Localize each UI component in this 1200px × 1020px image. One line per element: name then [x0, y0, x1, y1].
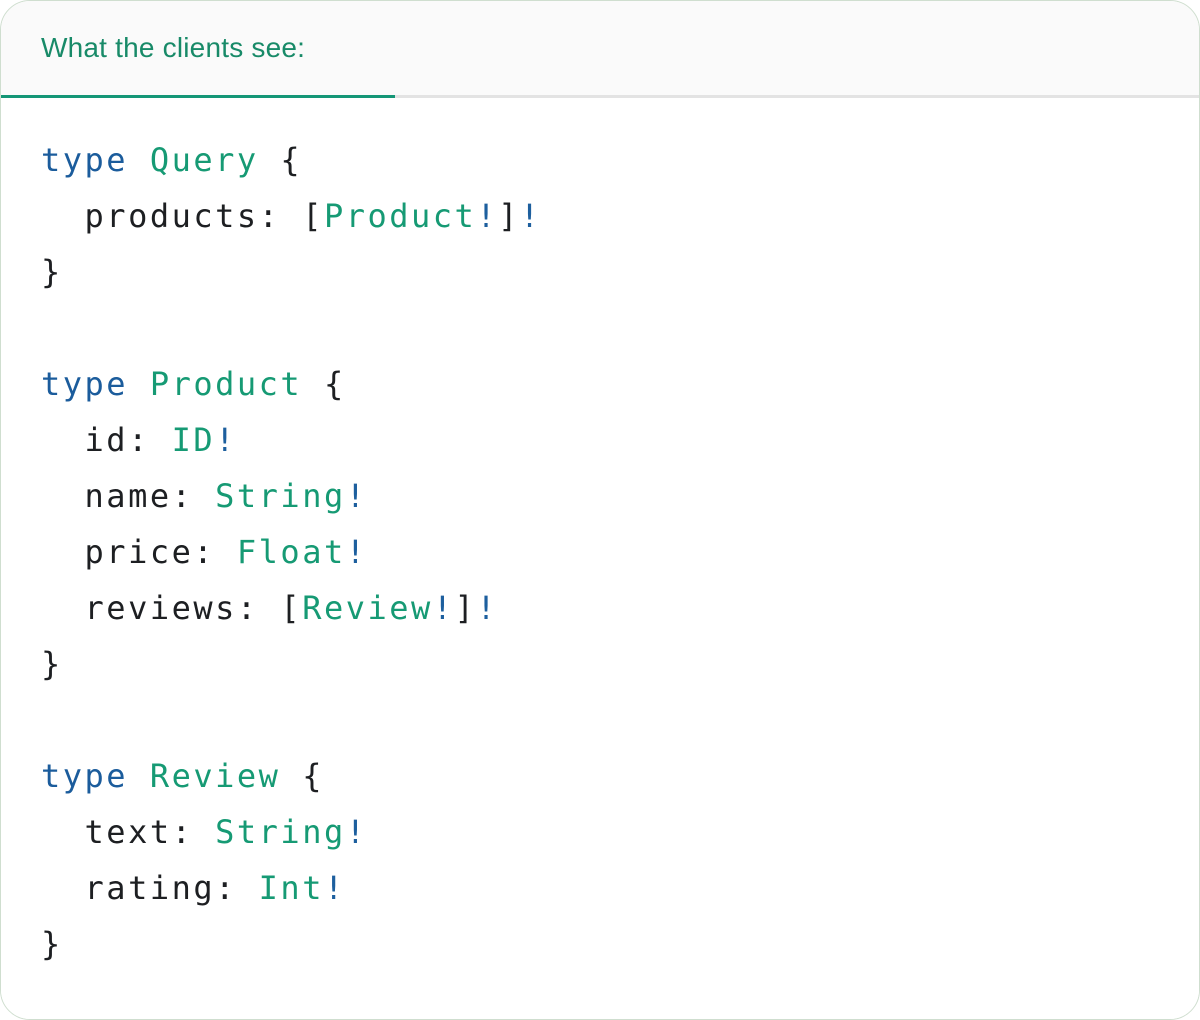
code-line: name: String! — [41, 468, 1159, 524]
code-token-bang: ! — [345, 533, 368, 571]
code-token-type: Review — [149, 757, 281, 795]
code-line: type Review { — [41, 748, 1159, 804]
code-token-type: Int — [258, 869, 324, 907]
code-token-kw: type — [41, 141, 129, 179]
code-token-p: rating: — [41, 869, 259, 907]
code-token-p — [128, 141, 150, 179]
code-line — [41, 300, 1159, 356]
code-line: rating: Int! — [41, 860, 1159, 916]
code-line: type Query { — [41, 132, 1159, 188]
code-token-p: } — [41, 253, 63, 291]
code-token-type: Review — [302, 589, 433, 627]
code-token-p: ] — [454, 589, 477, 627]
code-token-bang: ! — [476, 589, 499, 627]
code-token-type: Float — [236, 533, 346, 571]
code-token-bang: ! — [215, 421, 237, 459]
code-line: text: String! — [41, 804, 1159, 860]
code-token-type: Product — [323, 197, 477, 235]
code-token-p — [128, 365, 150, 403]
code-token-kw: type — [41, 365, 129, 403]
code-token-p: reviews: [ — [41, 589, 303, 627]
code-token-type: String — [215, 477, 346, 515]
tab-bar: What the clients see: — [1, 1, 1199, 98]
code-token-p: } — [41, 645, 63, 683]
code-block: type Query { products: [Product!]!} type… — [41, 132, 1159, 972]
code-token-type: Query — [149, 141, 259, 179]
code-line: id: ID! — [41, 412, 1159, 468]
code-token-bang: ! — [323, 869, 346, 907]
code-line: type Product { — [41, 356, 1159, 412]
code-token-p: price: — [41, 533, 237, 571]
code-line: products: [Product!]! — [41, 188, 1159, 244]
code-token-p: ] — [498, 197, 520, 235]
code-token-p: name: — [41, 477, 216, 515]
code-token-p — [128, 757, 150, 795]
code-token-bang: ! — [345, 477, 368, 515]
code-area: type Query { products: [Product!]!} type… — [1, 98, 1199, 1019]
code-token-bang: ! — [476, 197, 499, 235]
code-token-p: { — [302, 365, 346, 403]
code-line: price: Float! — [41, 524, 1159, 580]
code-line: } — [41, 916, 1159, 972]
tab-label: What the clients see: — [41, 32, 306, 63]
code-token-type: ID — [171, 421, 216, 459]
code-line: } — [41, 636, 1159, 692]
code-token-p: id: — [41, 421, 172, 459]
code-token-p: text: — [41, 813, 216, 851]
code-line: } — [41, 244, 1159, 300]
code-token-bang: ! — [432, 589, 455, 627]
code-token-p: { — [280, 757, 324, 795]
code-token-type: Product — [149, 365, 303, 403]
code-token-p: products: [ — [41, 197, 324, 235]
code-token-type: String — [215, 813, 346, 851]
code-token-p: } — [41, 925, 63, 963]
code-token-p: { — [258, 141, 303, 179]
code-token-bang: ! — [345, 813, 368, 851]
code-token-kw: type — [41, 757, 129, 795]
code-line: reviews: [Review!]! — [41, 580, 1159, 636]
tab-what-clients-see[interactable]: What the clients see: — [1, 1, 395, 98]
code-token-bang: ! — [519, 197, 542, 235]
code-line — [41, 692, 1159, 748]
